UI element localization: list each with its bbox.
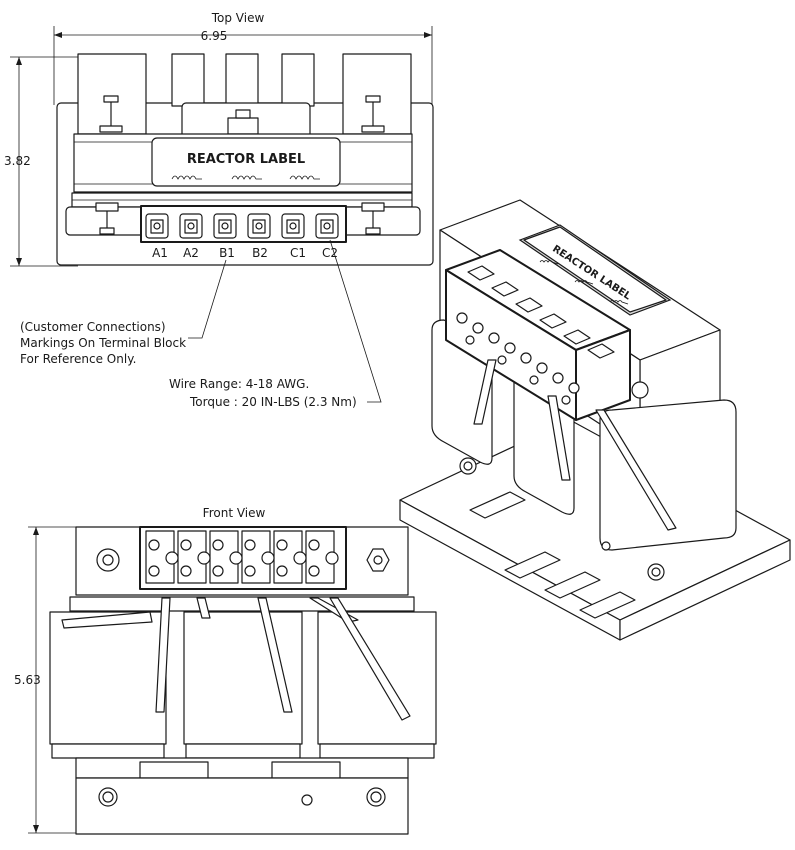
top-terminal-block: [140, 205, 347, 243]
terminal-label-c2: C2: [322, 246, 338, 260]
height-dimension-label: 5.63: [14, 673, 41, 687]
note-customer-line1: (Customer Connections): [20, 320, 166, 334]
torque-leader: [329, 239, 382, 403]
height-dimension: 5.63: [14, 526, 76, 834]
terminal-label-c1: C1: [290, 246, 306, 260]
top-label-plate: REACTOR LABEL: [187, 152, 305, 167]
note-wire-range: Wire Range: 4-18 AWG.: [169, 377, 309, 391]
depth-dimension-label: 3.82: [4, 154, 31, 168]
front-view-title: Front View: [203, 506, 266, 520]
note-customer-line2: Markings On Terminal Block: [20, 336, 186, 350]
width-dimension: 6.95: [53, 26, 433, 105]
top-terminal-screws: [145, 213, 339, 239]
top-view: Top View 6.95 3.82: [4, 11, 434, 403]
terminal-label-b2: B2: [252, 246, 268, 260]
front-view: Front View 5.63: [14, 506, 437, 835]
width-dimension-label: 6.95: [201, 29, 228, 43]
terminal-label-a1: A1: [152, 246, 168, 260]
customer-connection-leader: [188, 259, 227, 339]
depth-dimension: 3.82: [4, 56, 78, 267]
note-customer-line3: For Reference Only.: [20, 352, 136, 366]
coil-symbol-icon: [171, 175, 320, 180]
terminal-label-a2: A2: [183, 246, 199, 260]
notes: (Customer Connections) Markings On Termi…: [20, 320, 357, 409]
front-terminal-screws: [148, 539, 339, 577]
terminal-labels: A1 A2 B1 B2 C1 C2: [152, 246, 338, 260]
note-torque: Torque : 20 IN-LBS (2.3 Nm): [189, 395, 357, 409]
terminal-label-b1: B1: [219, 246, 235, 260]
isometric-view: REACTOR LABEL: [399, 199, 791, 641]
top-view-title: Top View: [211, 11, 265, 25]
